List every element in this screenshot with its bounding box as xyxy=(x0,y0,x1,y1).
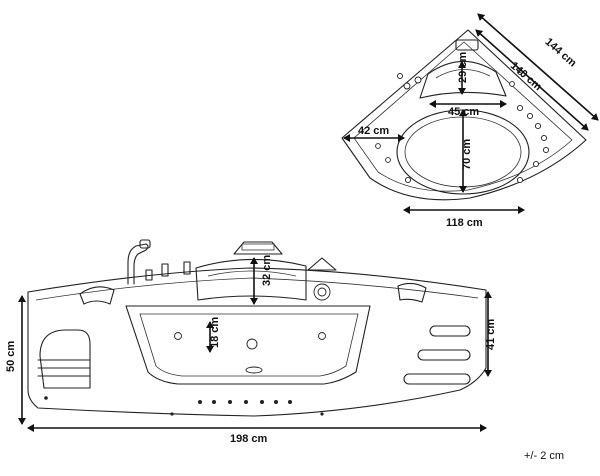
label-140cm: 140 cm xyxy=(508,60,544,94)
top-view-dimension-lines xyxy=(343,13,599,214)
front-view-dimension-labels: 32 cm 18 cm 50 cm 41 cm 198 cm xyxy=(5,255,497,445)
label-45cm: 45 cm xyxy=(448,106,479,118)
side-slot-2 xyxy=(417,349,471,361)
label-118cm: 118 cm xyxy=(446,217,483,229)
top-view-dimension-labels: 144 cm 140 cm 29 cm 45 cm 42 cm 70 cm 11… xyxy=(358,36,579,229)
left-pillow xyxy=(79,286,115,305)
right-pillow xyxy=(397,282,427,303)
front-view-dimension-lines xyxy=(18,257,492,432)
side-slot-1 xyxy=(429,325,471,337)
label-29cm: 29 cm xyxy=(457,52,469,83)
valve-knob-2 xyxy=(161,263,169,277)
label-32cm: 32 cm xyxy=(261,255,273,286)
dim-line-140 xyxy=(475,29,589,131)
front-view-tub-body xyxy=(27,267,487,417)
triangle-vent xyxy=(307,257,337,271)
front-view-drawing xyxy=(27,239,487,417)
label-42cm: 42 cm xyxy=(358,125,389,137)
front-glass-window xyxy=(125,305,371,385)
label-70cm: 70 cm xyxy=(461,139,473,170)
top-view-inner-rim xyxy=(353,41,573,192)
valve-knob-1 xyxy=(145,269,153,281)
top-view-outer-shell xyxy=(341,29,587,201)
tolerance-note: +/- 2 cm xyxy=(524,450,564,462)
control-housing xyxy=(233,241,283,255)
label-18cm: 18 cm xyxy=(209,317,221,348)
front-glass-inner xyxy=(139,313,359,377)
label-198cm: 198 cm xyxy=(230,433,268,445)
front-view-headrest xyxy=(195,258,307,301)
label-50cm: 50 cm xyxy=(5,341,17,372)
faucet-handle xyxy=(139,239,151,249)
label-144cm: 144 cm xyxy=(542,36,578,70)
label-41cm: 41 cm xyxy=(485,319,497,350)
faucet xyxy=(127,243,149,285)
side-slot-3 xyxy=(403,373,471,385)
valve-knob-3 xyxy=(183,261,191,275)
towel-rack-alcove xyxy=(39,329,91,389)
